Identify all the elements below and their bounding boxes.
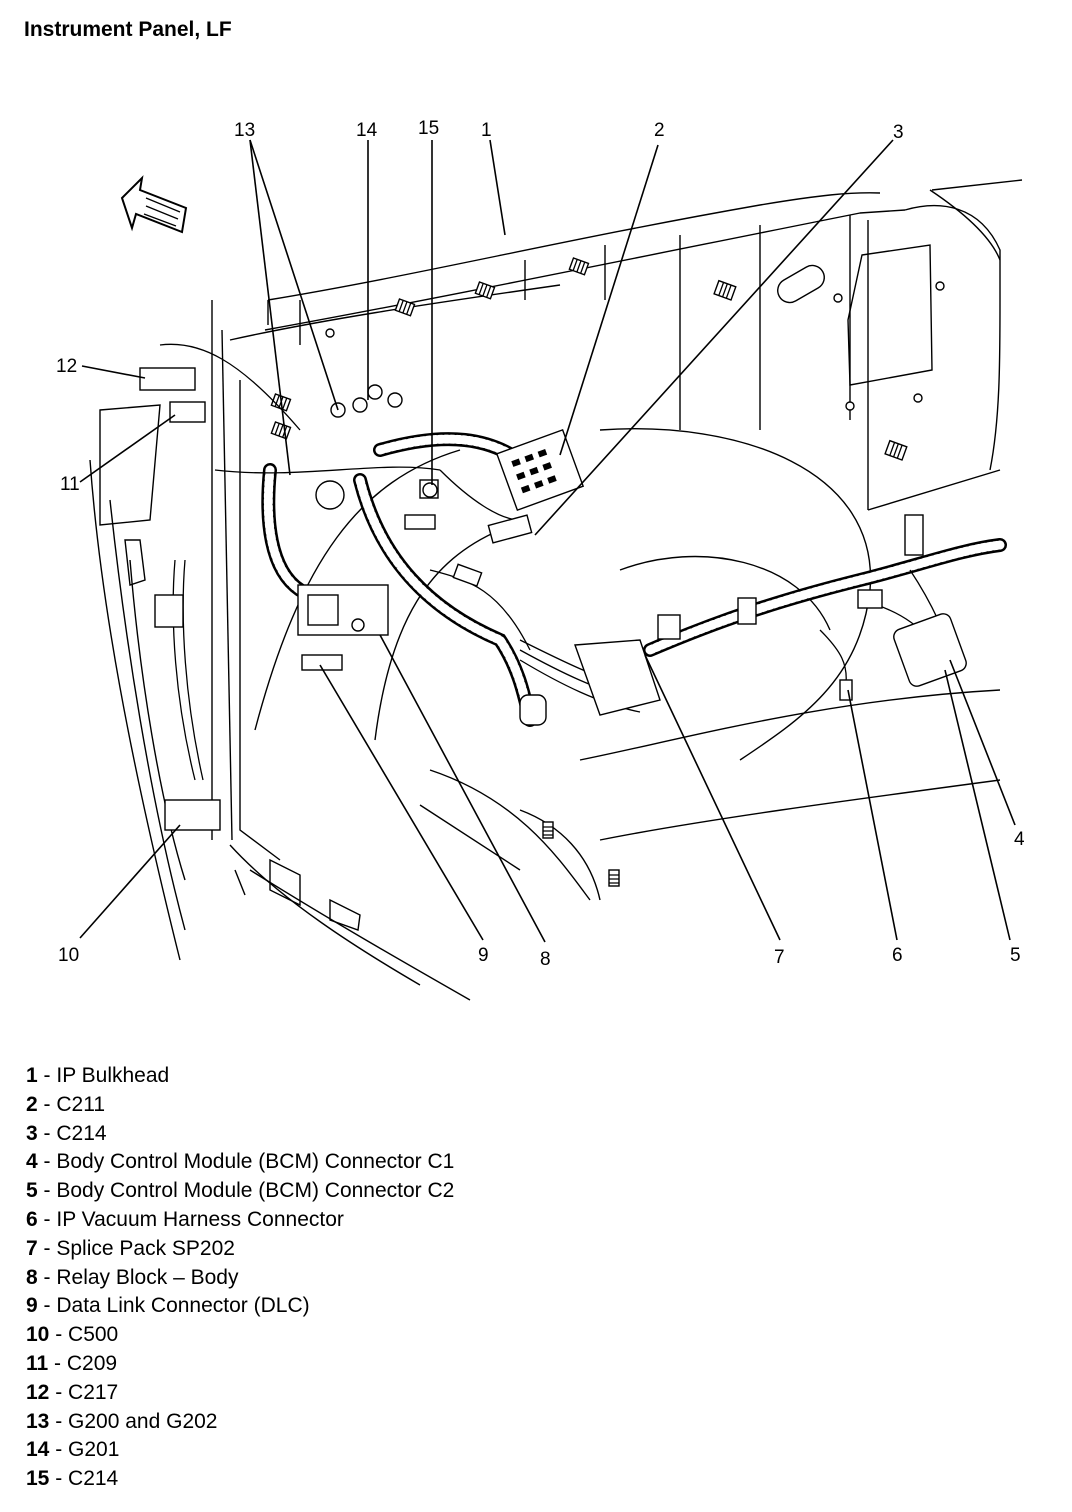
callout-9: 9 <box>478 945 489 966</box>
legend-item: 14 - G201 <box>26 1438 120 1462</box>
legend-item: 1 - IP Bulkhead <box>26 1064 170 1087</box>
callout-2: 2 <box>654 120 665 141</box>
callout-15: 15 <box>418 118 439 139</box>
page-title: Instrument Panel, LF <box>24 18 232 41</box>
legend-item: 5 - Body Control Module (BCM) Connector … <box>26 1179 455 1203</box>
legend-item: 3 - C214 <box>26 1121 107 1145</box>
callout-13: 13 <box>234 120 255 141</box>
legend-item: 6 - IP Vacuum Harness Connector <box>26 1207 344 1231</box>
legend-item: 12 - C217 <box>26 1380 119 1404</box>
legend-item: 7 - Splice Pack SP202 <box>26 1236 235 1260</box>
callout-6: 6 <box>892 945 903 966</box>
wiring-diagram: 13 14 15 1 2 3 12 11 4 10 9 8 7 6 5 <box>56 118 1025 1001</box>
callout-1: 1 <box>481 120 492 141</box>
callout-labels: 13 14 15 1 2 3 12 11 4 10 9 8 7 6 5 <box>56 118 1025 970</box>
callout-4: 4 <box>1014 829 1025 850</box>
callout-7: 7 <box>774 947 785 968</box>
callout-12: 12 <box>56 356 77 377</box>
legend-item: 13 - G200 and G202 <box>26 1409 218 1433</box>
callout-10: 10 <box>58 945 79 966</box>
callout-5: 5 <box>1010 945 1021 966</box>
callout-14: 14 <box>356 120 378 141</box>
leader-lines <box>79 139 1016 943</box>
mounting-bolts <box>270 257 945 887</box>
connectors <box>139 367 967 831</box>
callout-11: 11 <box>60 474 80 495</box>
legend-item: 2 - C211 <box>26 1092 106 1116</box>
legend-item: 15 - C214 <box>26 1467 119 1491</box>
legend-item: 10 - C500 <box>26 1323 119 1347</box>
legend-item: 11 - C209 <box>26 1351 118 1375</box>
ip-bulkhead-outline <box>89 179 1023 1001</box>
component-legend: 1 - IP Bulkhead 2 - C211 3 - C214 4 - Bo… <box>26 1062 454 1494</box>
legend-item: 4 - Body Control Module (BCM) Connector … <box>26 1150 455 1174</box>
legend-item: 9 - Data Link Connector (DLC) <box>26 1294 310 1318</box>
forward-arrow-icon <box>120 175 188 234</box>
callout-3: 3 <box>893 122 904 143</box>
legend-item: 8 - Relay Block – Body <box>26 1265 239 1289</box>
callout-8: 8 <box>540 949 551 970</box>
